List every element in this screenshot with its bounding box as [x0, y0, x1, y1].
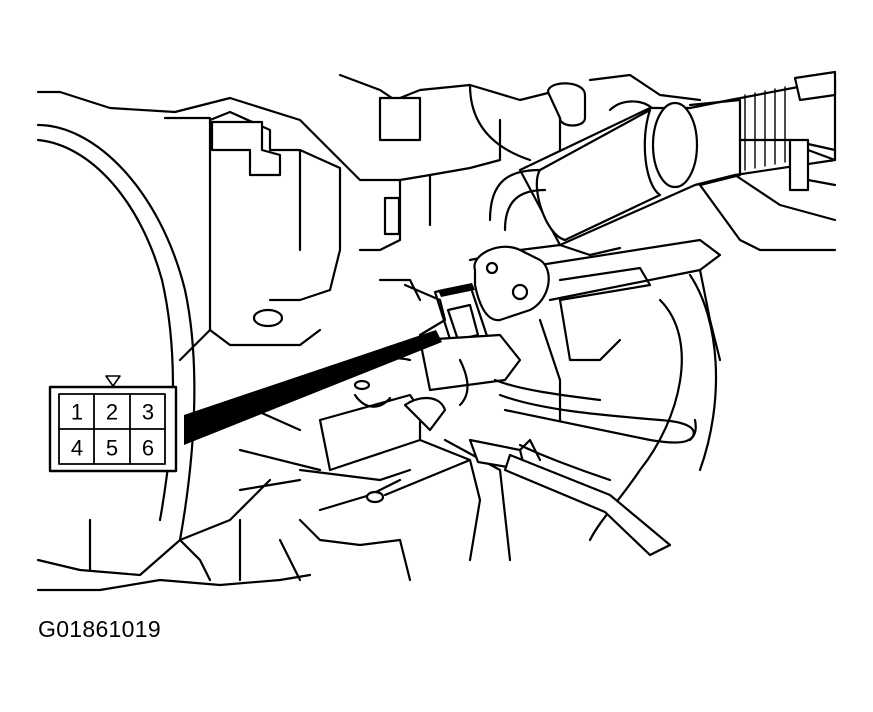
leader-pointer	[184, 330, 442, 445]
connector-pin-inset: 1 2 3 4 5 6	[48, 375, 178, 473]
wiring-harness	[238, 333, 697, 582]
pin1-indicator-icon	[105, 375, 121, 387]
pin-6-label: 6	[142, 436, 154, 461]
pin-2-label: 2	[106, 400, 118, 425]
pin-3-label: 3	[142, 400, 154, 425]
pin-1-label: 1	[71, 400, 83, 425]
pin-5-label: 5	[106, 436, 118, 461]
figure-id: G01861019	[38, 616, 161, 642]
steering-column-housing	[36, 90, 342, 592]
steering-shaft	[518, 70, 837, 252]
pin-4-label: 4	[71, 436, 83, 461]
